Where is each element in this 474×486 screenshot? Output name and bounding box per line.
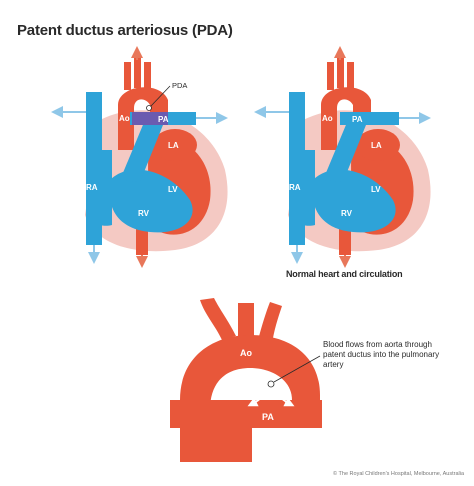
ductus-pointer xyxy=(273,355,321,383)
aorta-branch-2 xyxy=(134,58,141,88)
label-ra: RA xyxy=(289,183,301,192)
right-ventricle xyxy=(312,169,396,233)
label-rv: RV xyxy=(138,209,150,218)
descending-aorta xyxy=(339,225,351,255)
vena-cava-lower xyxy=(289,225,305,245)
label-la: LA xyxy=(168,141,179,150)
label-pa: PA xyxy=(352,115,363,124)
pda-pointer xyxy=(150,85,171,107)
aortic-arch-large xyxy=(180,335,320,462)
aorta-neck-branch-3 xyxy=(258,302,282,344)
vena-cava xyxy=(289,92,305,232)
label-rv: RV xyxy=(341,209,353,218)
normal-heart-caption: Normal heart and circulation xyxy=(286,269,403,279)
label-pda: PDA xyxy=(172,81,187,90)
left-atrium xyxy=(356,129,400,161)
descending-aorta xyxy=(136,225,148,255)
label-la: LA xyxy=(371,141,382,150)
flow-arrow-ductus-right xyxy=(275,391,295,407)
vena-cava xyxy=(86,92,102,232)
aortic-arch xyxy=(118,87,168,150)
pulmonary-artery-lower xyxy=(210,428,252,462)
aortic-arch xyxy=(321,87,371,150)
right-ventricle xyxy=(109,169,193,233)
aorta-neck-branch-2 xyxy=(238,303,254,341)
pulmonary-branch xyxy=(340,112,399,125)
flow-annotation: Blood flows from aorta through patent du… xyxy=(323,340,440,369)
pulmonary-artery-large xyxy=(170,400,322,428)
label-ra: RA xyxy=(86,183,98,192)
page-title: Patent ductus arteriosus (PDA) xyxy=(17,22,233,39)
pulmonary-artery xyxy=(120,120,165,182)
pda-marker xyxy=(146,105,152,111)
zoomed-detail: Ao PA xyxy=(170,298,322,462)
label-ao: Ao xyxy=(322,114,333,123)
pda-heart: PDA Ao PA LA LV RA RV xyxy=(51,46,228,268)
label-pa-large: PA xyxy=(262,412,274,422)
copyright-notice: © The Royal Children's Hospital, Melbour… xyxy=(333,471,464,477)
label-lv: LV xyxy=(371,185,381,194)
aorta-branch-2 xyxy=(337,58,344,88)
ductus-opening xyxy=(267,380,275,388)
flow-arrow-ductus-left xyxy=(247,391,267,407)
aorta-branch-1 xyxy=(124,62,131,90)
label-ao: Ao xyxy=(119,114,130,123)
vena-cava-lower xyxy=(86,225,102,245)
aorta-branch-3 xyxy=(347,62,354,90)
label-lv: LV xyxy=(168,185,178,194)
left-atrium xyxy=(153,129,197,161)
aorta-neck-branch-1 xyxy=(200,298,236,340)
ductus-arteriosus xyxy=(132,112,168,125)
aorta-branch-3 xyxy=(144,62,151,90)
label-ao-large: Ao xyxy=(240,348,252,358)
normal-heart: Ao PA LA LV RA RV xyxy=(254,46,431,268)
label-pa: PA xyxy=(158,115,169,124)
aorta-branch-1 xyxy=(327,62,334,90)
pulmonary-artery xyxy=(323,120,368,182)
